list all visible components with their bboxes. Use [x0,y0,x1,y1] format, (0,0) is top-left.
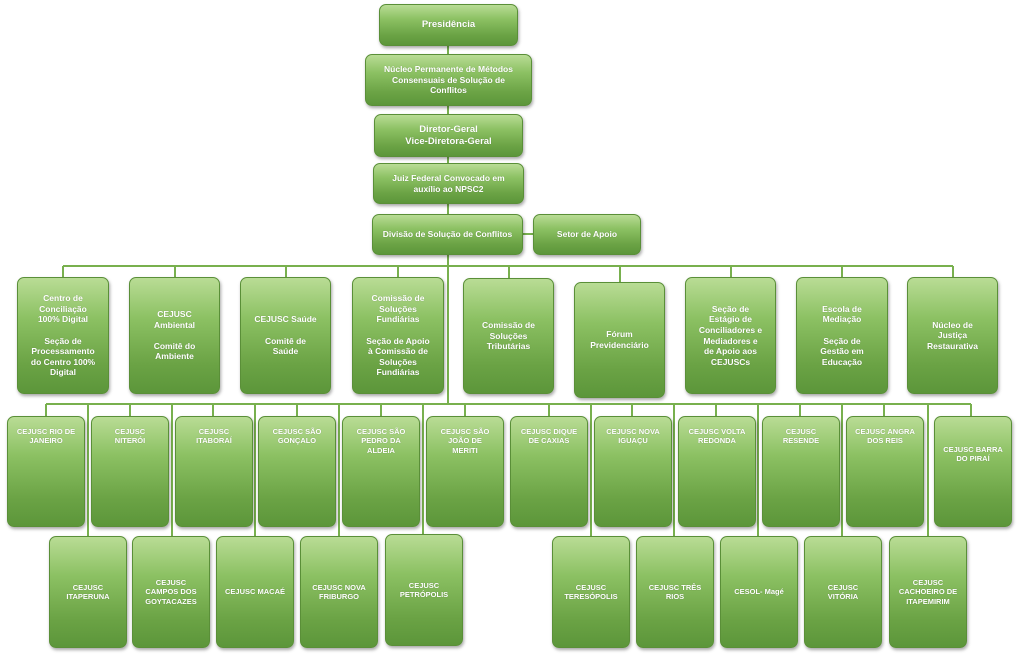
cejusc-volta-redonda-box: CEJUSC VOLTA REDONDA [678,416,756,527]
nucleo-justica-restaurativa-box: Núcleo de Justiça Restaurativa [907,277,998,394]
cejusc-sao-joao-de-meriti-box: CEJUSC SÃO JOÃO DE MERITI [426,416,504,527]
cejusc-tres-rios-box: CEJUSC TRÊS RIOS [636,536,714,648]
juiz-federal-box: Juiz Federal Convocado em auxílio ao NPS… [373,163,524,204]
comissao-solucoes-tributarias-box: Comissão de Soluções Tributárias [463,278,554,394]
cejusc-duque-de-caxias-box: CEJUSC DIQUE DE CAXIAS [510,416,588,527]
cejusc-macae-box: CEJUSC MACAÉ [216,536,294,648]
cejusc-nova-friburgo-box: CEJUSC NOVA FRIBURGO [300,536,378,648]
cejusc-angra-dos-reis-box: CEJUSC ANGRA DOS REIS [846,416,924,527]
cejusc-rio-de-janeiro-box: CEJUSC RIO DE JANEIRO [7,416,85,527]
cejusc-nova-iguacu-box: CEJUSC NOVA IGUAÇU [594,416,672,527]
forum-previdenciario-box: Fórum Previdenciário [574,282,665,398]
cejusc-niteroi-box: CEJUSC NITERÓI [91,416,169,527]
cejusc-campos-dos-goytacazes-box: CEJUSC CAMPOS DOS GOYTACAZES [132,536,210,648]
cejusc-sao-pedro-da-aldeia-box: CEJUSC SÃO PEDRO DA ALDEIA [342,416,420,527]
diretor-geral-box: Diretor-Geral Vice-Diretora-Geral [374,114,523,157]
nucleo-permanente-box: Núcleo Permanente de Métodos Consensuais… [365,54,532,106]
cejusc-barra-do-pirai-box: CEJUSC BARRA DO PIRAÍ [934,416,1012,527]
divisao-solucao-conflitos-box: Divisão de Solução de Conflitos [372,214,523,255]
cejusc-resende-box: CEJUSC RESENDE [762,416,840,527]
cejusc-cachoeiro-de-itapemirim-box: CEJUSC CACHOEIRO DE ITAPEMIRIM [889,536,967,648]
escola-mediacao-box: Escola de Mediação Seção de Gestão em Ed… [796,277,888,394]
presidencia-box: Presidência [379,4,518,46]
cejusc-itaborai-box: CEJUSC ITABORAÍ [175,416,253,527]
cejusc-ambiental-box: CEJUSC Ambiental Comitê do Ambiente [129,277,220,394]
comissao-solucoes-fundiarias-box: Comissão de Soluções Fundiárias Seção de… [352,277,444,394]
setor-de-apoio-box: Setor de Apoio [533,214,641,255]
cejusc-teresopolis-box: CEJUSC TERESÓPOLIS [552,536,630,648]
cejusc-saude-box: CEJUSC Saúde Comitê de Saúde [240,277,331,394]
secao-estagio-box: Seção de Estágio de Conciliadores e Medi… [685,277,776,394]
cejusc-petropolis-box: CEJUSC PETRÓPOLIS [385,534,463,646]
cejusc-itaperuna-box: CEJUSC ITAPERUNA [49,536,127,648]
cesol-mage-box: CESOL- Magé [720,536,798,648]
cejusc-sao-goncalo-box: CEJUSC SÃO GONÇALO [258,416,336,527]
cejusc-vitoria-box: CEJUSC VITÓRIA [804,536,882,648]
centro-conciliacao-box: Centro de Conciliação 100% Digital Seção… [17,277,109,394]
